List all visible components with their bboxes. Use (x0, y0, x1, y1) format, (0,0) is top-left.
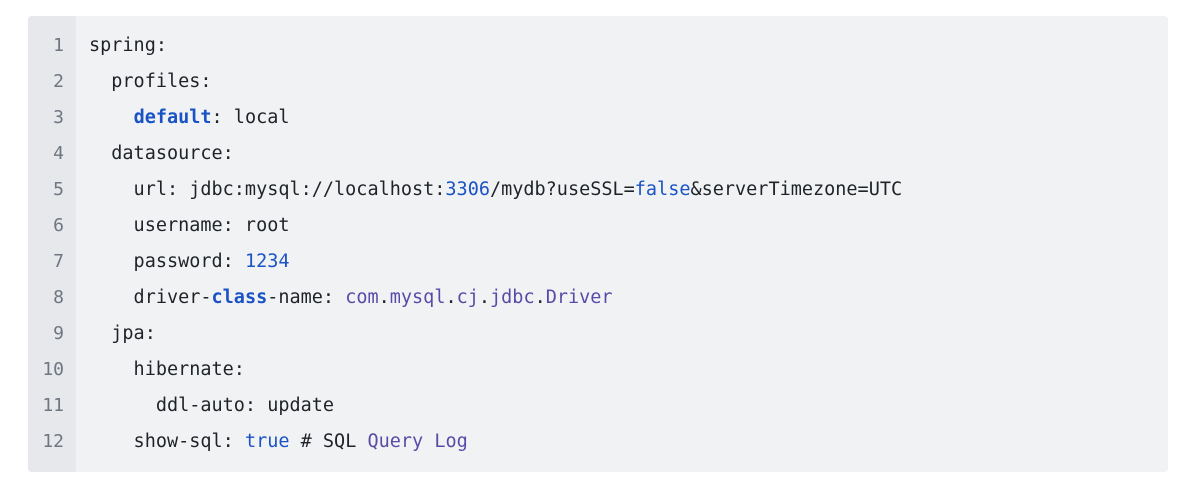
code-token: jpa: (89, 323, 156, 344)
line-number: 4 (53, 143, 64, 164)
code-token: &serverTimezone=UTC (690, 179, 903, 200)
code-token: 1234 (244, 251, 290, 272)
code-token: com (345, 287, 379, 308)
line-number: 10 (42, 359, 64, 380)
code-token: . (534, 287, 546, 308)
code-line: default: local (89, 104, 1168, 140)
code-token: hibernate: (89, 359, 245, 380)
line-number: 8 (53, 287, 64, 308)
code-line: hibernate: (89, 356, 1168, 392)
code-content[interactable]: spring: profiles: default: local datasou… (76, 16, 1168, 472)
code-line: show-sql: true # SQL Query Log (89, 428, 1168, 464)
code-token: ddl-auto: update (89, 395, 335, 416)
line-number: 9 (53, 323, 64, 344)
code-token: spring: (89, 35, 167, 56)
line-number: 1 (53, 35, 64, 56)
code-token: password: (89, 251, 245, 272)
code-token: jdbc (490, 287, 535, 308)
code-token: Query (367, 431, 424, 452)
code-token: driver- (89, 287, 212, 308)
code-line: profiles: (89, 68, 1168, 104)
code-line: driver-class-name: com.mysql.cj.jdbc.Dri… (89, 284, 1168, 320)
code-token: : local (211, 107, 290, 128)
code-token: show-sql: (89, 431, 245, 452)
code-token: # SQL (289, 431, 368, 452)
line-number: 12 (42, 431, 64, 452)
code-line: url: jdbc:mysql://localhost:3306/mydb?us… (89, 176, 1168, 212)
code-token: /mydb?useSSL= (489, 179, 635, 200)
code-token: username: root (89, 215, 290, 236)
code-line: ddl-auto: update (89, 392, 1168, 428)
code-token: true (244, 431, 290, 452)
line-number: 6 (53, 215, 64, 236)
code-token: default (133, 107, 212, 128)
line-number: 2 (53, 71, 64, 92)
code-token: . (478, 287, 491, 308)
code-token: url: jdbc:mysql://localhost: (89, 179, 446, 200)
code-token: false (634, 179, 691, 200)
code-line: datasource: (89, 140, 1168, 176)
code-token: Driver (545, 287, 613, 308)
code-token (89, 107, 134, 128)
line-number: 3 (53, 107, 64, 128)
code-token: 3306 (445, 179, 490, 200)
line-number: 11 (42, 395, 64, 416)
code-token: . (378, 287, 390, 308)
code-line: spring: (89, 32, 1168, 68)
code-line: username: root (89, 212, 1168, 248)
code-token: cj (456, 287, 479, 308)
line-number: 7 (53, 251, 64, 272)
code-line: jpa: (89, 320, 1168, 356)
code-token: datasource: (89, 143, 234, 164)
code-token: mysql (389, 287, 446, 308)
code-token (423, 431, 434, 452)
code-line: password: 1234 (89, 248, 1168, 284)
code-token: . (445, 287, 457, 308)
code-token: Log (434, 431, 468, 452)
code-token: profiles: (89, 71, 212, 92)
code-token: -name: (267, 287, 346, 308)
code-token: class (211, 287, 268, 308)
line-number: 5 (53, 179, 64, 200)
